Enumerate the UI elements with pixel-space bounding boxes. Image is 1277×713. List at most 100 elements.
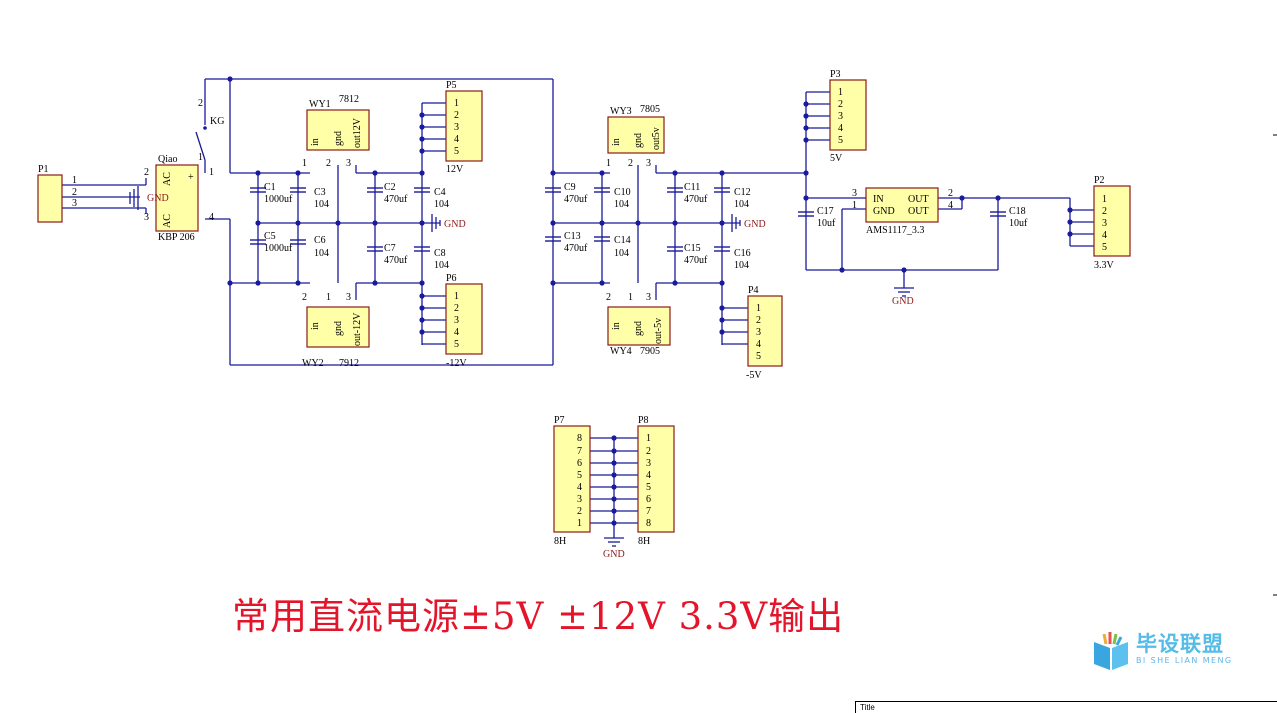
svg-text:8: 8 [577, 433, 582, 444]
svg-text:in: in [611, 138, 622, 146]
svg-text:out5v: out5v [651, 127, 662, 150]
svg-text:7812: 7812 [339, 94, 359, 105]
svg-text:1000uf: 1000uf [264, 194, 293, 205]
svg-text:5: 5 [1102, 242, 1107, 253]
svg-text:4: 4 [1102, 230, 1107, 241]
label-p3: P3 [830, 69, 841, 80]
svg-text:7: 7 [577, 446, 582, 457]
svg-text:AC: AC [162, 172, 173, 186]
svg-text:2: 2 [326, 158, 331, 169]
label-kg: KG [210, 116, 224, 127]
svg-text:1: 1 [646, 433, 651, 444]
svg-text:3: 3 [1102, 218, 1107, 229]
svg-text:C12: C12 [734, 187, 751, 198]
svg-text:2: 2 [144, 167, 149, 178]
svg-text:104: 104 [434, 199, 449, 210]
svg-text:gnd: gnd [333, 321, 344, 336]
svg-text:470uf: 470uf [384, 194, 408, 205]
svg-text:C4: C4 [434, 187, 446, 198]
capacitor-plates [250, 187, 1006, 252]
svg-text:3: 3 [72, 198, 77, 209]
watermark-title: 毕设联盟 [1136, 632, 1224, 656]
gnd-label-12v: GND [444, 219, 466, 230]
wy4-regulator [607, 306, 671, 346]
labels: P1 1 2 3 GND Qiao KBP 206 2 3 1 4 AC AC … [38, 69, 1115, 560]
svg-text:5: 5 [454, 339, 459, 350]
svg-text:C14: C14 [614, 235, 631, 246]
svg-text:C18: C18 [1009, 206, 1026, 217]
svg-text:104: 104 [614, 248, 629, 259]
svg-text:1: 1 [577, 518, 582, 529]
label-wy4: WY4 [610, 346, 632, 357]
svg-text:1: 1 [454, 291, 459, 302]
svg-text:470uf: 470uf [564, 243, 588, 254]
svg-text:10uf: 10uf [817, 218, 836, 229]
svg-text:3: 3 [144, 212, 149, 223]
p6-connector [445, 283, 483, 355]
schematic-caption: 常用直流电源±5V ±12V 3.3V输出 [232, 595, 845, 638]
svg-text:7805: 7805 [640, 104, 660, 115]
label-p5: P5 [446, 80, 457, 91]
svg-text:104: 104 [734, 260, 749, 271]
svg-text:3: 3 [646, 292, 651, 303]
gnd-label-33v: GND [892, 296, 914, 307]
svg-text:3: 3 [756, 327, 761, 338]
svg-text:2: 2 [1102, 206, 1107, 217]
svg-text:4: 4 [646, 470, 651, 481]
svg-text:+: + [188, 172, 194, 183]
svg-text:2: 2 [628, 158, 633, 169]
svg-text:1: 1 [302, 158, 307, 169]
svg-text:3: 3 [577, 494, 582, 505]
svg-text:1: 1 [606, 158, 611, 169]
svg-text:3: 3 [646, 458, 651, 469]
svg-text:5: 5 [577, 470, 582, 481]
svg-text:1: 1 [454, 98, 459, 109]
label-wy3: WY3 [610, 106, 632, 117]
svg-text:OUT: OUT [908, 206, 929, 217]
svg-text:2: 2 [606, 292, 611, 303]
label-p7: P7 [554, 415, 565, 426]
svg-text:C16: C16 [734, 248, 751, 259]
svg-text:C15: C15 [684, 243, 701, 254]
svg-text:4: 4 [454, 134, 459, 145]
svg-text:4: 4 [577, 482, 582, 493]
label-kbp: KBP 206 [158, 232, 195, 243]
svg-text:C8: C8 [434, 248, 446, 259]
svg-text:C6: C6 [314, 235, 326, 246]
svg-text:4: 4 [838, 123, 843, 134]
svg-text:6: 6 [646, 494, 651, 505]
svg-text:C9: C9 [564, 182, 576, 193]
svg-text:C11: C11 [684, 182, 700, 193]
svg-text:3: 3 [852, 188, 857, 199]
p7-connector [553, 425, 591, 533]
svg-text:3: 3 [346, 292, 351, 303]
svg-text:1: 1 [326, 292, 331, 303]
svg-text:1: 1 [838, 87, 843, 98]
svg-text:AC: AC [162, 214, 173, 228]
bridge-rectifier [155, 164, 199, 232]
p4-connector [747, 295, 783, 367]
svg-text:3: 3 [454, 122, 459, 133]
svg-text:GND: GND [873, 206, 895, 217]
svg-text:in: in [310, 322, 321, 330]
svg-text:104: 104 [434, 260, 449, 271]
svg-text:2: 2 [454, 110, 459, 121]
book-icon [1094, 632, 1128, 670]
gnd-label-5v: GND [744, 219, 766, 230]
label-p2: P2 [1094, 175, 1105, 186]
ams1117-regulator [865, 187, 939, 223]
label-p8: P8 [638, 415, 649, 426]
svg-text:8H: 8H [638, 536, 650, 547]
svg-text:2: 2 [72, 187, 77, 198]
svg-text:5: 5 [646, 482, 651, 493]
svg-text:2: 2 [838, 99, 843, 110]
svg-text:2: 2 [198, 98, 203, 109]
svg-text:out-5v: out-5v [653, 318, 664, 344]
svg-text:470uf: 470uf [384, 255, 408, 266]
svg-text:104: 104 [614, 199, 629, 210]
svg-text:C13: C13 [564, 231, 581, 242]
svg-text:4: 4 [948, 200, 953, 211]
svg-text:6: 6 [577, 458, 582, 469]
svg-text:1: 1 [628, 292, 633, 303]
svg-text:3: 3 [838, 111, 843, 122]
